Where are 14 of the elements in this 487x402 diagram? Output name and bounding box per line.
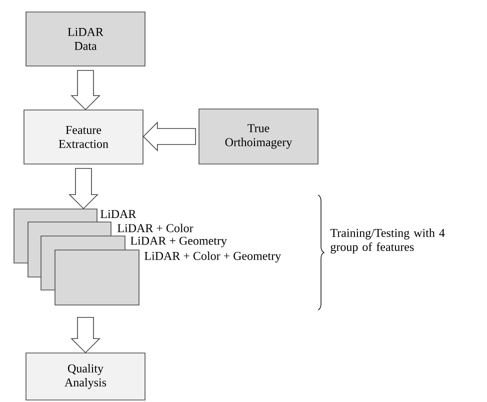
block-arrow (68, 168, 98, 210)
note-text: Training/Testing with 4 group of features (330, 228, 445, 254)
block-arrow (142, 122, 196, 152)
block-arrow (70, 317, 100, 354)
process-box: Quality Analysis (26, 352, 146, 400)
process-box: LiDAR Data (26, 12, 146, 66)
process-box: True Orthoimagery (198, 108, 318, 164)
sheet-label: LiDAR + Color (118, 224, 194, 232)
feature-sheet (54, 250, 140, 306)
process-box: Feature Extraction (24, 110, 144, 164)
sheet-label: LiDAR + Geometry (130, 236, 227, 248)
sheet-label: LiDAR (100, 210, 136, 218)
sheet-label: LiDAR + Color + Geometry (144, 252, 282, 262)
block-arrow (70, 70, 100, 110)
